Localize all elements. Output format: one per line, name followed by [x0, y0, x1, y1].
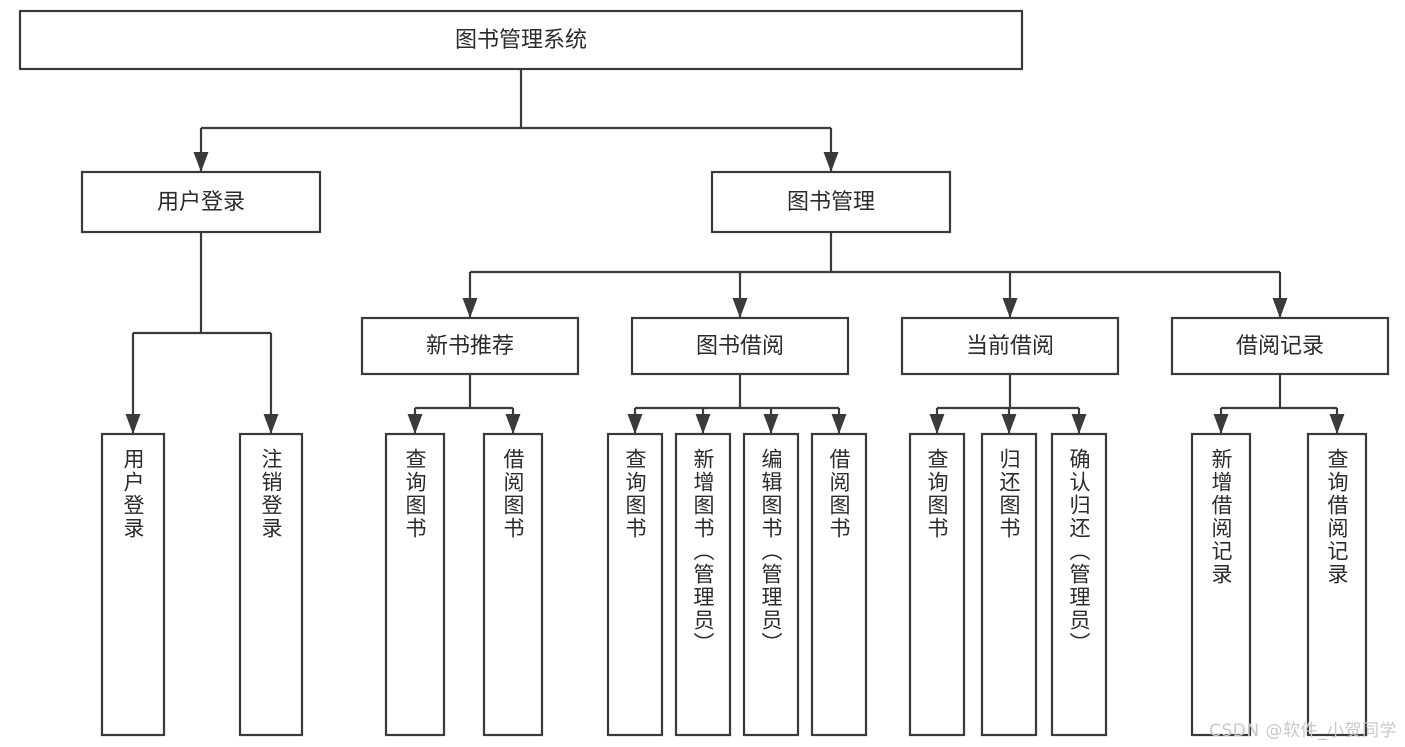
- node-box-layer: [18, 9, 1390, 737]
- leaf-用户登录-arrow-0: [125, 414, 141, 434]
- level3-node-label-1: 图书借阅: [696, 334, 784, 359]
- level3-node-label-2: 当前借阅: [966, 334, 1054, 359]
- leaf-node-box-11[interactable]: [1190, 432, 1252, 737]
- level2-node-box-1[interactable]: [710, 170, 952, 234]
- bookmgmt-arrow-1: [732, 298, 748, 318]
- level3-node-label-0: 新书推荐: [426, 334, 514, 359]
- leaf-当前借阅-arrow-2: [1071, 414, 1087, 434]
- connector-layer: [125, 69, 1345, 434]
- csdn-watermark: CSDN @软件_小贺同学: [1209, 721, 1397, 741]
- level2-node-box-0[interactable]: [80, 170, 322, 234]
- bookmgmt-arrow-3: [1272, 298, 1288, 318]
- bookmgmt-arrow-2: [1002, 298, 1018, 318]
- bookmgmt-arrow-0: [462, 298, 478, 318]
- leaf-node-box-1[interactable]: [238, 432, 304, 737]
- leaf-node-box-0[interactable]: [100, 432, 166, 737]
- leaf-当前借阅-arrow-0: [929, 414, 945, 434]
- leaf-图书借阅-arrow-3: [831, 414, 847, 434]
- leaf-node-box-7[interactable]: [810, 432, 868, 737]
- leaf-node-box-2[interactable]: [384, 432, 446, 737]
- level3-node-box-3[interactable]: [1170, 316, 1390, 376]
- level2-node-label-0: 用户登录: [157, 190, 245, 215]
- leaf-node-box-3[interactable]: [482, 432, 544, 737]
- leaf-借阅记录-arrow-1: [1329, 414, 1345, 434]
- level3-node-box-0[interactable]: [360, 316, 580, 376]
- root-arrow-1: [823, 152, 839, 172]
- root-arrow-0: [193, 152, 209, 172]
- leaf-图书借阅-arrow-0: [627, 414, 643, 434]
- leaf-node-box-9[interactable]: [980, 432, 1038, 737]
- leaf-借阅记录-arrow-0: [1213, 414, 1229, 434]
- root-node-box[interactable]: [18, 9, 1024, 71]
- leaf-新书推荐-arrow-1: [505, 414, 521, 434]
- leaf-node-box-5[interactable]: [674, 432, 732, 737]
- leaf-新书推荐-arrow-0: [407, 414, 423, 434]
- leaf-图书借阅-arrow-1: [695, 414, 711, 434]
- leaf-当前借阅-arrow-1: [1001, 414, 1017, 434]
- level3-node-box-1[interactable]: [630, 316, 850, 376]
- leaf-图书借阅-arrow-2: [763, 414, 779, 434]
- root-node-label: 图书管理系统: [455, 28, 587, 53]
- leaf-node-box-10[interactable]: [1050, 432, 1108, 737]
- leaf-node-box-4[interactable]: [606, 432, 664, 737]
- leaf-node-box-6[interactable]: [742, 432, 800, 737]
- level3-node-label-3: 借阅记录: [1236, 334, 1324, 359]
- leaf-node-box-8[interactable]: [908, 432, 966, 737]
- level2-node-label-1: 图书管理: [787, 190, 875, 215]
- leaf-用户登录-arrow-1: [263, 414, 279, 434]
- level3-node-box-2[interactable]: [900, 316, 1120, 376]
- leaf-node-box-12[interactable]: [1306, 432, 1368, 737]
